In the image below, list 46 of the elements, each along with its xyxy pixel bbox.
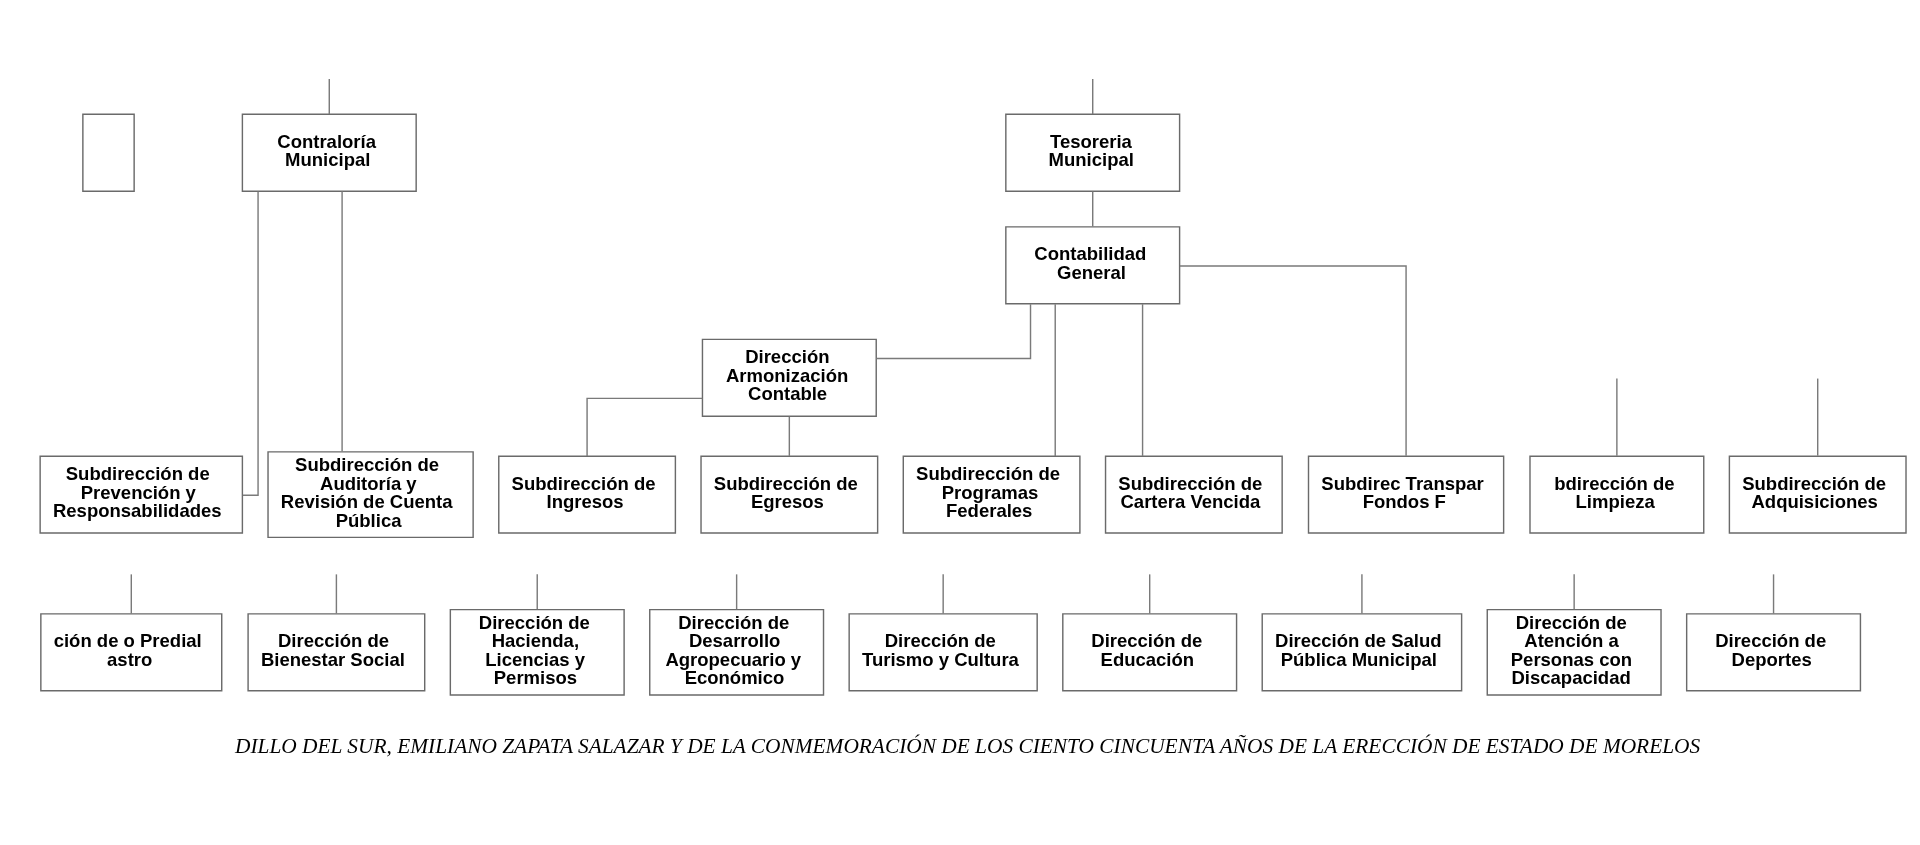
connector — [1817, 377, 1819, 457]
node-box: Dirección Armonización Contable — [701, 338, 877, 417]
connector — [328, 78, 330, 115]
connector — [875, 303, 1032, 360]
connector — [1092, 190, 1094, 228]
node-box: Dirección de Educación — [1062, 613, 1238, 692]
connector — [1054, 303, 1056, 457]
node-box: Dirección de Desarrollo Agropecuario y Económico — [649, 608, 825, 696]
connector — [1772, 573, 1775, 615]
node-box: Dirección de Deportes — [1685, 613, 1862, 692]
node-box: Dirección de Hacienda, Licencias y Permisos — [449, 608, 625, 696]
node-box: Subdirección de Adquisiciones — [1728, 455, 1907, 534]
connector — [1149, 573, 1151, 615]
node-box: Subdirección de Egresos — [700, 455, 879, 534]
node-box — [82, 113, 135, 192]
node-box: Subdirección de Ingresos — [498, 455, 677, 534]
connector — [1179, 265, 1407, 457]
connector — [942, 573, 944, 615]
node-box: Dirección de Atención a Personas con Discapacidad — [1486, 608, 1662, 696]
node-box: Contraloría Municipal — [241, 113, 417, 192]
connector — [735, 573, 738, 610]
node-box: ción de o Predial astro — [40, 613, 223, 692]
connector — [788, 416, 791, 457]
node-box: Subdirección de Programas Federales — [902, 455, 1081, 534]
node-box: Contabilidad General — [1005, 226, 1181, 305]
node-box: Subdirec Transpar Fondos F — [1307, 455, 1505, 534]
node-box: Subdirección de Auditoría y Revisión de Cuenta Pública — [267, 451, 474, 539]
node-box: Dirección de Bienestar Social — [247, 613, 426, 692]
connector — [1361, 573, 1363, 615]
node-box: Dirección de Turismo y Cultura — [848, 613, 1038, 692]
node-box: Dirección de Salud Pública Municipal — [1261, 613, 1463, 692]
connector — [1141, 303, 1144, 457]
connector — [1573, 573, 1575, 610]
node-box: Tesoreria Municipal — [1005, 113, 1181, 192]
node-box: Subdirección de Cartera Vencida — [1104, 455, 1283, 534]
node-box: Subdirección de Prevención y Responsabilidades — [39, 455, 244, 534]
connector — [1616, 377, 1618, 457]
connector — [586, 397, 704, 457]
node-box: bdirección de Limpieza — [1529, 455, 1705, 534]
caption: DILLO DEL SUR, EMILIANO ZAPATA SALAZAR Y DE LA CONMEMORACIÓN DE LOS CIENTO CINCUENTA AÑOS DE LA ERECCIÓN DE ESTADO DE MORELOS — [235, 734, 1701, 759]
connector — [130, 573, 132, 615]
connector — [341, 190, 343, 453]
connector — [536, 573, 538, 610]
connector — [1092, 78, 1094, 115]
connector — [335, 573, 338, 615]
connector — [242, 190, 259, 496]
